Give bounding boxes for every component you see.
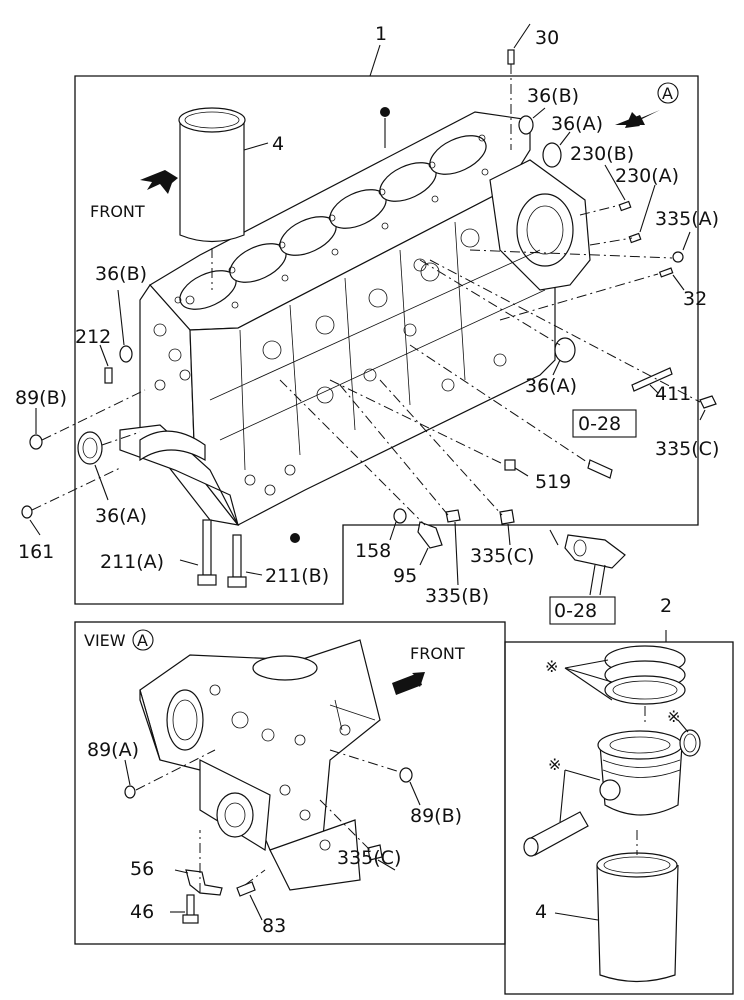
label-p411: 411 [655,383,691,405]
bolt-335c-mid [379,379,515,546]
asterisk-rings: ※ [545,657,558,676]
plug-89b-view [329,749,421,806]
label-p4-kit: 4 [535,901,547,923]
label-p212: 212 [75,326,111,348]
asterisk-leaders [559,630,689,823]
label-p211b: 211(B) [265,565,329,587]
pins-230 [579,164,656,246]
ref-box-028-bottom [549,596,616,625]
plug-36a-mid [419,259,576,376]
pin-028 [409,344,613,479]
cylinder-liner [178,107,246,290]
plug-161 [21,467,121,536]
label-p46: 46 [130,901,154,923]
label-p335c-view: 335(C) [337,847,401,869]
front-arrow-view-icon [392,672,425,695]
label-p230a: 230(A) [615,165,679,187]
ref-dot-bottom [290,533,300,543]
asterisk-piston: ※ [548,755,561,774]
label-circle-a-top: A [662,84,673,103]
pin-83 [236,869,266,921]
label-p028-top: 0-28 [578,413,621,435]
plug-36a-left [77,431,141,501]
plug-36b-top [518,107,546,135]
label-p89b-left: 89(B) [15,387,67,409]
plug-89a [124,749,216,799]
piston-pin [523,811,589,857]
label-p028-bottom: 0-28 [554,600,597,622]
main-frame [74,75,699,605]
label-p158: 158 [355,540,391,562]
label-p335c-mid: 335(C) [470,545,534,567]
pin-212 [99,344,113,384]
bolts-211 [179,519,263,588]
label-p89a: 89(A) [87,739,139,761]
plug-36b-left [117,289,133,363]
label-p335a: 335(A) [655,208,719,230]
plug-89b-left [29,389,146,450]
circle-a-view [132,629,154,651]
piston [597,730,683,816]
front-arrow-top-icon [140,170,178,194]
plug-335a [469,231,691,263]
plug-519 [329,379,529,477]
bolt-335c-view [319,799,396,871]
pin-32 [499,267,685,321]
bracket-56 [174,830,223,896]
label-p56: 56 [130,858,154,880]
washer-158 [389,508,407,541]
label-p30: 30 [535,27,559,49]
label-p161: 161 [18,541,54,563]
piston-kit-frame [504,641,734,995]
connector-028 [549,529,626,596]
label-p1: 1 [375,23,387,45]
view-a-block [139,639,381,891]
label-p519: 519 [535,471,571,493]
ref-dot-top [380,107,390,117]
label-p211a: 211(A) [100,551,164,573]
cylinder-block [119,111,591,526]
label-circle-a-view: A [137,631,148,650]
label-front-view: FRONT [410,644,465,663]
asterisk-circlip: ※ [667,707,680,726]
bolt-46 [170,894,199,924]
leader-lines [243,23,531,151]
view-a-arrow-icon [615,110,660,128]
label-p230b: 230(B) [570,143,634,165]
label-p89b-view: 89(B) [410,805,462,827]
label-p36b-top: 36(B) [527,85,579,107]
label-p83: 83 [262,915,286,937]
label-p4: 4 [272,133,284,155]
label-front-top: FRONT [90,202,145,221]
label-p36a-top: 36(A) [551,113,603,135]
label-view-a: VIEW [84,631,126,650]
label-p335b: 335(B) [425,585,489,607]
label-p2: 2 [660,595,672,617]
bolt-335c-right [429,259,717,421]
ref-box-028-top [572,409,637,438]
plug-36a-top [542,131,571,168]
piston-rings [604,645,686,725]
pin-30 [507,49,515,150]
label-p36b-left: 36(B) [95,263,147,285]
liner-kit [554,830,679,983]
label-p36a-mid: 36(A) [525,375,577,397]
circlip [679,729,701,757]
label-p32: 32 [683,288,707,310]
sensor-95 [279,379,443,566]
label-p36a-left: 36(A) [95,505,147,527]
stud-411 [631,367,673,394]
plug-335b [339,384,461,586]
circle-a-top [657,82,679,104]
label-p335c-right: 335(C) [655,438,719,460]
label-p95: 95 [393,565,417,587]
